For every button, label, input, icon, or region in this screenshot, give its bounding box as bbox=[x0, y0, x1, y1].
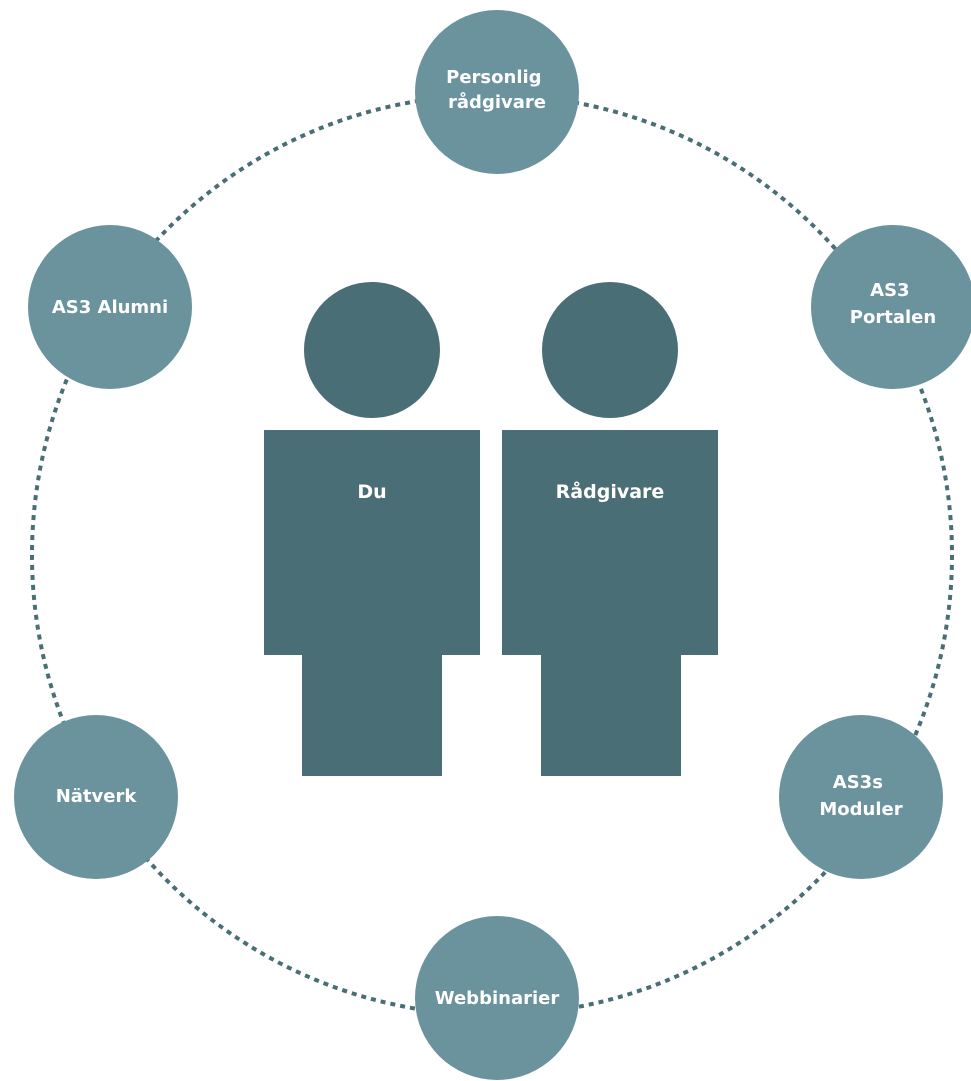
person-du-legs bbox=[302, 654, 442, 776]
node-as3-portalen-label: AS3 Portalen bbox=[850, 280, 936, 328]
node-personlig-radgivare-line-2: rådgivare bbox=[448, 91, 546, 113]
node-as3s-moduler-circle bbox=[779, 715, 943, 879]
node-as3-alumni-label: AS3 Alumni bbox=[52, 297, 168, 318]
node-natverk-label: Nätverk bbox=[56, 786, 138, 807]
node-as3s-moduler-line-2: Moduler bbox=[819, 799, 902, 820]
node-as3-alumni-circle bbox=[28, 225, 192, 389]
node-as3s-moduler: AS3s Moduler bbox=[779, 715, 943, 879]
person-du-label: Du bbox=[357, 481, 386, 503]
node-webbinarier-circle bbox=[415, 916, 579, 1080]
node-personlig-radgivare-line-1: Personlig bbox=[446, 67, 541, 88]
node-as3-portalen-circle bbox=[811, 225, 971, 389]
person-radgivare-legs bbox=[541, 654, 681, 776]
person-radgivare-label: Rådgivare bbox=[556, 479, 665, 503]
node-personlig-radgivare: Personlig rådgivare bbox=[415, 10, 579, 174]
person-du: Du bbox=[264, 282, 480, 776]
node-as3-portalen: AS3 Portalen bbox=[811, 225, 971, 389]
node-webbinarier: Webbinarier bbox=[415, 916, 579, 1080]
node-as3-portalen-line-1: AS3 bbox=[870, 280, 909, 301]
node-natverk-circle bbox=[14, 715, 178, 879]
node-natverk: Nätverk bbox=[14, 715, 178, 879]
node-personlig-radgivare-label: Personlig rådgivare bbox=[446, 67, 548, 113]
person-radgivare-head bbox=[542, 282, 678, 418]
node-as3s-moduler-label: AS3s Moduler bbox=[819, 772, 902, 820]
person-du-head bbox=[304, 282, 440, 418]
node-personlig-radgivare-circle bbox=[415, 10, 579, 174]
node-webbinarier-label: Webbinarier bbox=[435, 988, 560, 1009]
person-radgivare: Rådgivare bbox=[502, 282, 718, 776]
node-as3s-moduler-line-1: AS3s bbox=[833, 772, 883, 793]
node-as3-portalen-line-2: Portalen bbox=[850, 307, 936, 328]
connection-ring bbox=[30, 93, 954, 1017]
node-as3-alumni: AS3 Alumni bbox=[28, 225, 192, 389]
person-du-body bbox=[264, 430, 480, 655]
person-radgivare-body bbox=[502, 430, 718, 655]
